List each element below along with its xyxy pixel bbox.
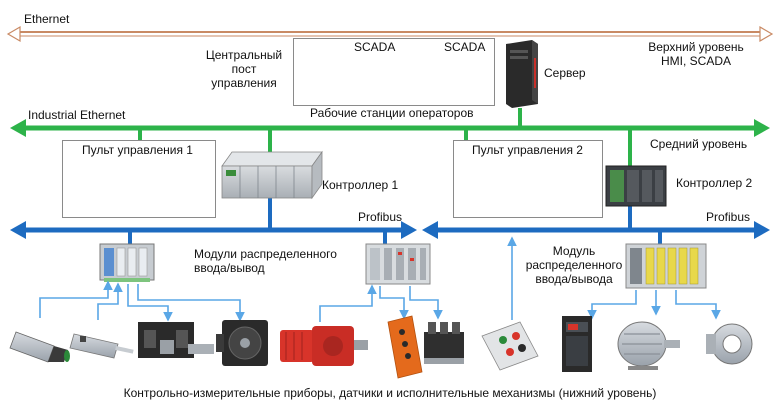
electric-motor-icon xyxy=(617,321,680,370)
profibus-right-label: Profibus xyxy=(706,210,751,224)
scada-2-label: SCADA xyxy=(444,40,486,54)
io-module-center-icon xyxy=(365,243,431,285)
pushbutton-station-icon xyxy=(481,321,539,371)
ethernet-bus xyxy=(6,25,774,43)
controller-1-icon xyxy=(221,150,323,200)
central-post-text: Центральный пост управления xyxy=(205,48,283,90)
panel-1-label: Пульт управления 1 xyxy=(82,143,193,157)
modules-right-text: Модуль распределенного ввода/вывода xyxy=(525,244,623,286)
operator-workstations-box xyxy=(293,38,495,106)
pneumatic-cylinder-icon xyxy=(69,333,134,359)
server-label: Сервер xyxy=(544,66,586,80)
proximity-sensor-icon xyxy=(9,331,70,363)
profibus-right-bus xyxy=(422,205,770,246)
servo-motor-icon xyxy=(216,320,268,366)
io-module-right-icon xyxy=(625,243,707,289)
scada-1-label: SCADA xyxy=(354,40,396,54)
hydraulic-valve-icon xyxy=(138,322,214,358)
encoder-icon xyxy=(706,323,753,365)
signal-lines xyxy=(39,236,721,322)
control-panel-1-box xyxy=(62,140,216,218)
lower-level-label: Контрольно-измерительные приборы, датчик… xyxy=(123,386,657,400)
middle-level-label: Средний уровень xyxy=(650,137,748,151)
workstations-caption: Рабочие станции операторов xyxy=(310,106,474,120)
gear-motor-icon xyxy=(280,326,368,366)
io-module-left-icon xyxy=(99,243,155,282)
profibus-left-bus xyxy=(10,198,417,246)
panel-2-label: Пульт управления 2 xyxy=(472,143,583,157)
server-icon xyxy=(506,40,538,108)
controller-2-icon xyxy=(605,165,667,207)
ethernet-label: Ethernet xyxy=(24,12,70,26)
profibus-left-label: Profibus xyxy=(358,210,403,224)
modules-left-text: Модули распределенного ввода/вывод xyxy=(194,247,337,275)
industrial-ethernet-label: Industrial Ethernet xyxy=(28,108,126,122)
modules-left-label: Модули распределенного ввода/вывод xyxy=(194,247,337,275)
controller-1-label: Контроллер 1 xyxy=(322,178,399,192)
pendant-control-icon xyxy=(387,315,423,379)
upper-level-text: Верхний уровень HMI, SCADA xyxy=(648,40,744,68)
control-panel-2-box xyxy=(453,140,603,218)
relay-terminal-icon xyxy=(424,322,464,364)
central-post-label: Центральный пост управления xyxy=(196,48,292,90)
modules-right-label: Модуль распределенного ввода/вывода xyxy=(522,244,626,286)
industrial-ethernet-bus xyxy=(10,108,770,168)
frequency-drive-icon xyxy=(562,316,592,372)
controller-2-label: Контроллер 2 xyxy=(676,176,753,190)
upper-level-label: Верхний уровень HMI, SCADA xyxy=(626,40,766,68)
